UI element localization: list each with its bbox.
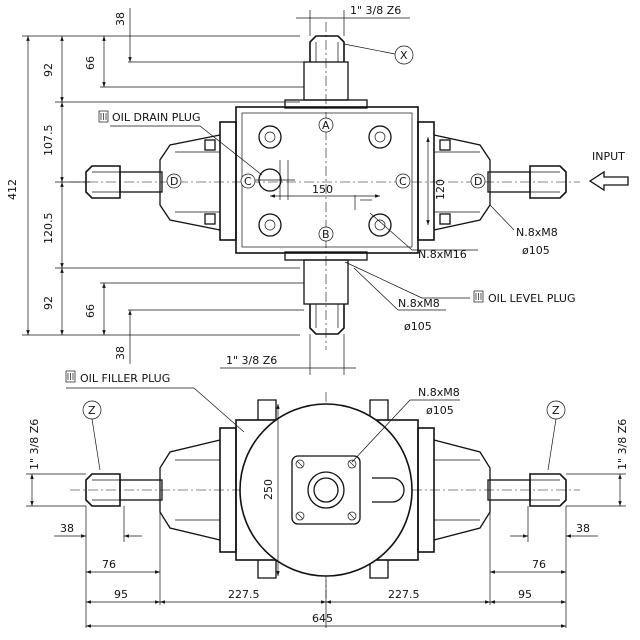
dim-76-right: 76 — [532, 558, 546, 571]
top-right-shaft-assembly — [417, 121, 567, 241]
holes-m16-callout: N.8xM16 — [369, 212, 478, 261]
marker-c-left: C — [244, 175, 252, 188]
holes-m16-label: N.8xM16 — [418, 248, 467, 261]
dim-38-left: 38 — [60, 522, 74, 535]
dim-76-left: 76 — [102, 558, 116, 571]
holes-m8-bottom-label: N.8xM8 — [398, 297, 440, 310]
dim-227-5-right: 227.5 — [388, 588, 420, 601]
dim-92-top: 92 — [42, 63, 55, 77]
dim-38-right: 38 — [576, 522, 590, 535]
top-view: A B C C D D 412 92 — [6, 4, 629, 375]
dim-412: 412 — [6, 179, 19, 200]
dia-105-right-label: ø105 — [522, 244, 550, 257]
inner-dimensions: 150 120 — [270, 137, 447, 225]
holes-m8-right-label: N.8xM8 — [516, 226, 558, 239]
callout-z-right: Z — [552, 404, 560, 417]
top-left-shaft-assembly — [85, 121, 237, 241]
thread-bottom-label: 1" 3/8 Z6 — [226, 354, 277, 367]
dia-105-bottom-label: ø105 — [404, 320, 432, 333]
input-indicator: INPUT — [588, 150, 629, 192]
dim-250: 250 — [262, 479, 275, 500]
holes-m8-right-callout: N.8xM8 ø105 — [489, 204, 558, 257]
front-bottom-dimensions: 38 38 76 76 95 227.5 227.5 95 645 — [54, 506, 598, 628]
z-callouts: Z Z — [82, 400, 566, 471]
front-dia-105-label: ø105 — [426, 404, 454, 417]
oil-drain-plug-callout: OIL DRAIN PLUG — [98, 110, 263, 176]
callout-x: X — [400, 49, 408, 62]
oil-filler-plug-label: OIL FILLER PLUG — [80, 372, 170, 385]
dim-107-5: 107.5 — [42, 125, 55, 157]
top-left-dimensions: 412 92 107.5 120.5 92 66 66 38 38 — [6, 8, 304, 364]
dim-38-bottom: 38 — [114, 346, 127, 360]
dim-95-right: 95 — [518, 588, 532, 601]
dim-120: 120 — [434, 179, 447, 200]
dim-92-bottom: 92 — [42, 296, 55, 310]
front-view: OIL FILLER PLUG N.8xM8 ø105 250 Z Z — [26, 370, 629, 628]
oil-drain-plug-label: OIL DRAIN PLUG — [112, 111, 200, 124]
oil-filler-plug-callout: OIL FILLER PLUG — [65, 370, 245, 433]
front-holes-m8-label: N.8xM8 — [418, 386, 460, 399]
marker-c-right: C — [399, 175, 407, 188]
thread-top-label: 1" 3/8 Z6 — [350, 4, 401, 17]
callout-z-left: Z — [88, 404, 96, 417]
front-housing — [235, 399, 419, 579]
dim-120-5: 120.5 — [42, 213, 55, 245]
front-left-shaft-assembly — [85, 427, 237, 553]
holes-m8-bottom-callout: N.8xM8 ø105 — [353, 267, 446, 333]
view-markers: A B C C D D — [166, 117, 486, 242]
thread-top-callout: 1" 3/8 Z6 X — [296, 4, 414, 65]
top-lower-shaft — [303, 259, 349, 335]
marker-d-left: D — [170, 175, 178, 188]
dim-38-top: 38 — [114, 12, 127, 26]
front-holes-m8-callout: N.8xM8 ø105 — [351, 386, 460, 463]
dim-227-5-left: 227.5 — [228, 588, 260, 601]
dim-66-bottom: 66 — [84, 304, 97, 318]
input-label: INPUT — [592, 150, 625, 163]
thread-left-label: 1" 3/8 Z6 — [28, 419, 41, 470]
marker-a: A — [322, 119, 330, 132]
dim-95-left: 95 — [114, 588, 128, 601]
dim-66-top: 66 — [84, 56, 97, 70]
oil-level-plug-callout: OIL LEVEL PLUG — [344, 261, 576, 305]
dim-150: 150 — [312, 183, 333, 196]
oil-level-plug-label: OIL LEVEL PLUG — [488, 292, 576, 305]
front-thread-dims: 1" 3/8 Z6 1" 3/8 Z6 — [26, 419, 629, 507]
thread-bottom-callout: 1" 3/8 Z6 — [220, 334, 356, 375]
top-upper-shaft — [303, 35, 349, 101]
front-right-shaft-assembly — [417, 427, 567, 553]
marker-d-right: D — [474, 175, 482, 188]
thread-right-label: 1" 3/8 Z6 — [616, 419, 629, 470]
marker-b: B — [322, 228, 330, 241]
dim-645: 645 — [312, 612, 333, 625]
